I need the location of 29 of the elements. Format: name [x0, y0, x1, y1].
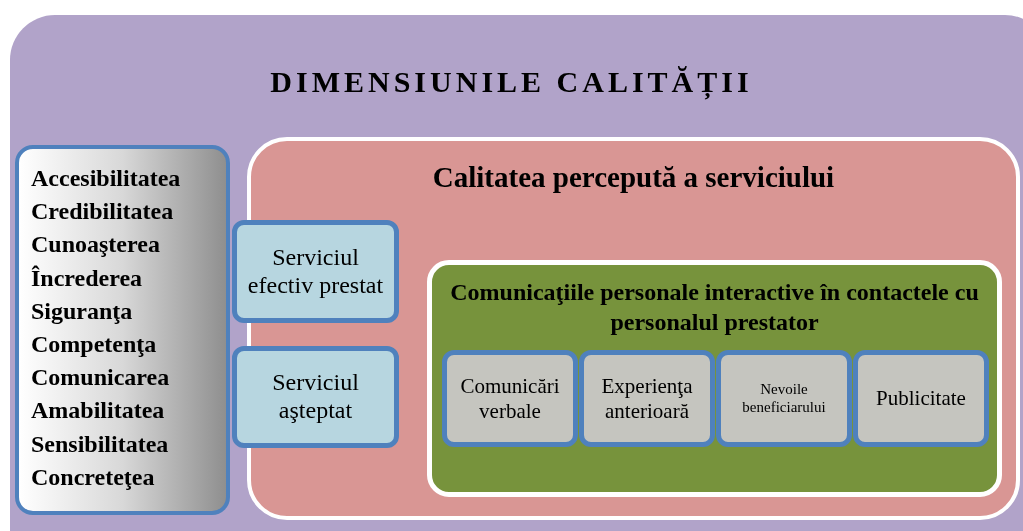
rounded-box — [579, 350, 715, 447]
panel-heading: DIMENSIUNILE CALITĂȚII — [269, 65, 754, 99]
list-item: Sensibilitatea — [31, 430, 169, 458]
panel-heading: Comunicaţiile personale interactive în contactele cu personalul prestator — [449, 278, 980, 337]
rounded-box — [232, 346, 399, 448]
rounded-panel — [247, 137, 1020, 520]
outer-panel — [10, 15, 1023, 531]
rounded-box — [232, 220, 399, 323]
box-label: Serviciul aşteptat — [271, 369, 360, 425]
list-item: Competenţa — [31, 331, 157, 358]
list-item: Comunicarea — [31, 364, 170, 392]
list-panel — [15, 145, 230, 515]
panel-heading: Calitatea percepută a serviciului — [431, 161, 836, 194]
box-label: Experienţa anterioară — [600, 374, 694, 423]
list-item: Accesibilitatea — [31, 165, 181, 192]
rounded-box — [716, 350, 852, 447]
list-item: Concreteţea — [31, 463, 155, 491]
list-item: Amabilitatea — [31, 397, 165, 425]
box-label: Comunicări verbale — [459, 374, 561, 423]
box-label: Serviciul efectiv prestat — [246, 243, 385, 300]
rounded-panel — [427, 260, 1002, 497]
box-label: Publicitate — [875, 386, 967, 411]
list-item: Cunoaşterea — [31, 231, 160, 259]
list-item: Credibilitatea — [31, 198, 174, 226]
box-label: Nevoile beneficiarului — [741, 381, 827, 416]
rounded-box — [853, 350, 989, 447]
list-item: Siguranţa — [31, 297, 133, 325]
list-item: Încrederea — [31, 264, 143, 292]
rounded-box — [442, 350, 578, 447]
